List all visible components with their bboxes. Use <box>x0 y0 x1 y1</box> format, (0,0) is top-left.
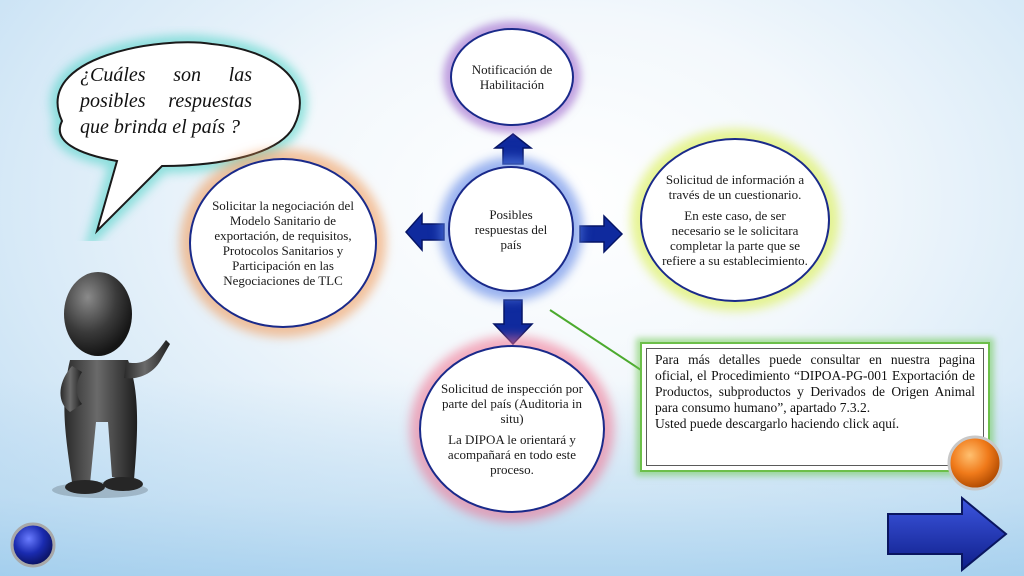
arrow-right-icon <box>579 214 624 254</box>
download-link[interactable]: Usted puede descargarlo haciendo click a… <box>655 416 900 431</box>
circle-notificacion-text: Notificación de Habilitación <box>471 62 553 92</box>
circle-negociacion: Solicitar la negociación del Modelo Sani… <box>189 158 377 328</box>
orange-button-icon[interactable] <box>946 434 1004 492</box>
circle-left-text: Solicitar la negociación del Modelo Sani… <box>212 198 354 288</box>
pointing-figure-icon <box>52 272 170 498</box>
circle-right-line1: Solicitud de información a través de un … <box>665 172 805 202</box>
circle-inspeccion: Solicitud de inspección por parte del pa… <box>419 345 605 513</box>
info-box: Para más detalles puede consultar en nue… <box>640 342 990 472</box>
info-inner: Para más detalles puede consultar en nue… <box>646 348 984 466</box>
blue-button-icon[interactable] <box>8 520 58 570</box>
circle-cuestionario: Solicitud de información a través de un … <box>640 138 830 302</box>
next-arrow-icon[interactable] <box>884 494 1012 574</box>
circle-bottom-line2: La DIPOA le orientará y acompañará en to… <box>447 432 577 477</box>
circle-center-text: Posibles respuestas del país <box>474 206 548 252</box>
arrow-up-icon <box>493 133 533 165</box>
info-text: Para más detalles puede consultar en nue… <box>655 352 975 415</box>
circle-bottom-line1: Solicitud de inspección por parte del pa… <box>441 381 583 426</box>
connector-line <box>549 309 645 373</box>
question-text: ¿Cuáles son las posibles respuestas que … <box>80 64 252 138</box>
circle-notificacion: Notificación de Habilitación <box>450 28 574 126</box>
circle-posibles-respuestas: Posibles respuestas del país <box>448 166 574 292</box>
speech-bubble-icon <box>50 35 307 241</box>
arrow-left-icon <box>404 212 445 252</box>
arrow-down-icon <box>492 299 534 346</box>
circle-right-line2: En este caso, de ser necesario se le sol… <box>662 208 808 268</box>
